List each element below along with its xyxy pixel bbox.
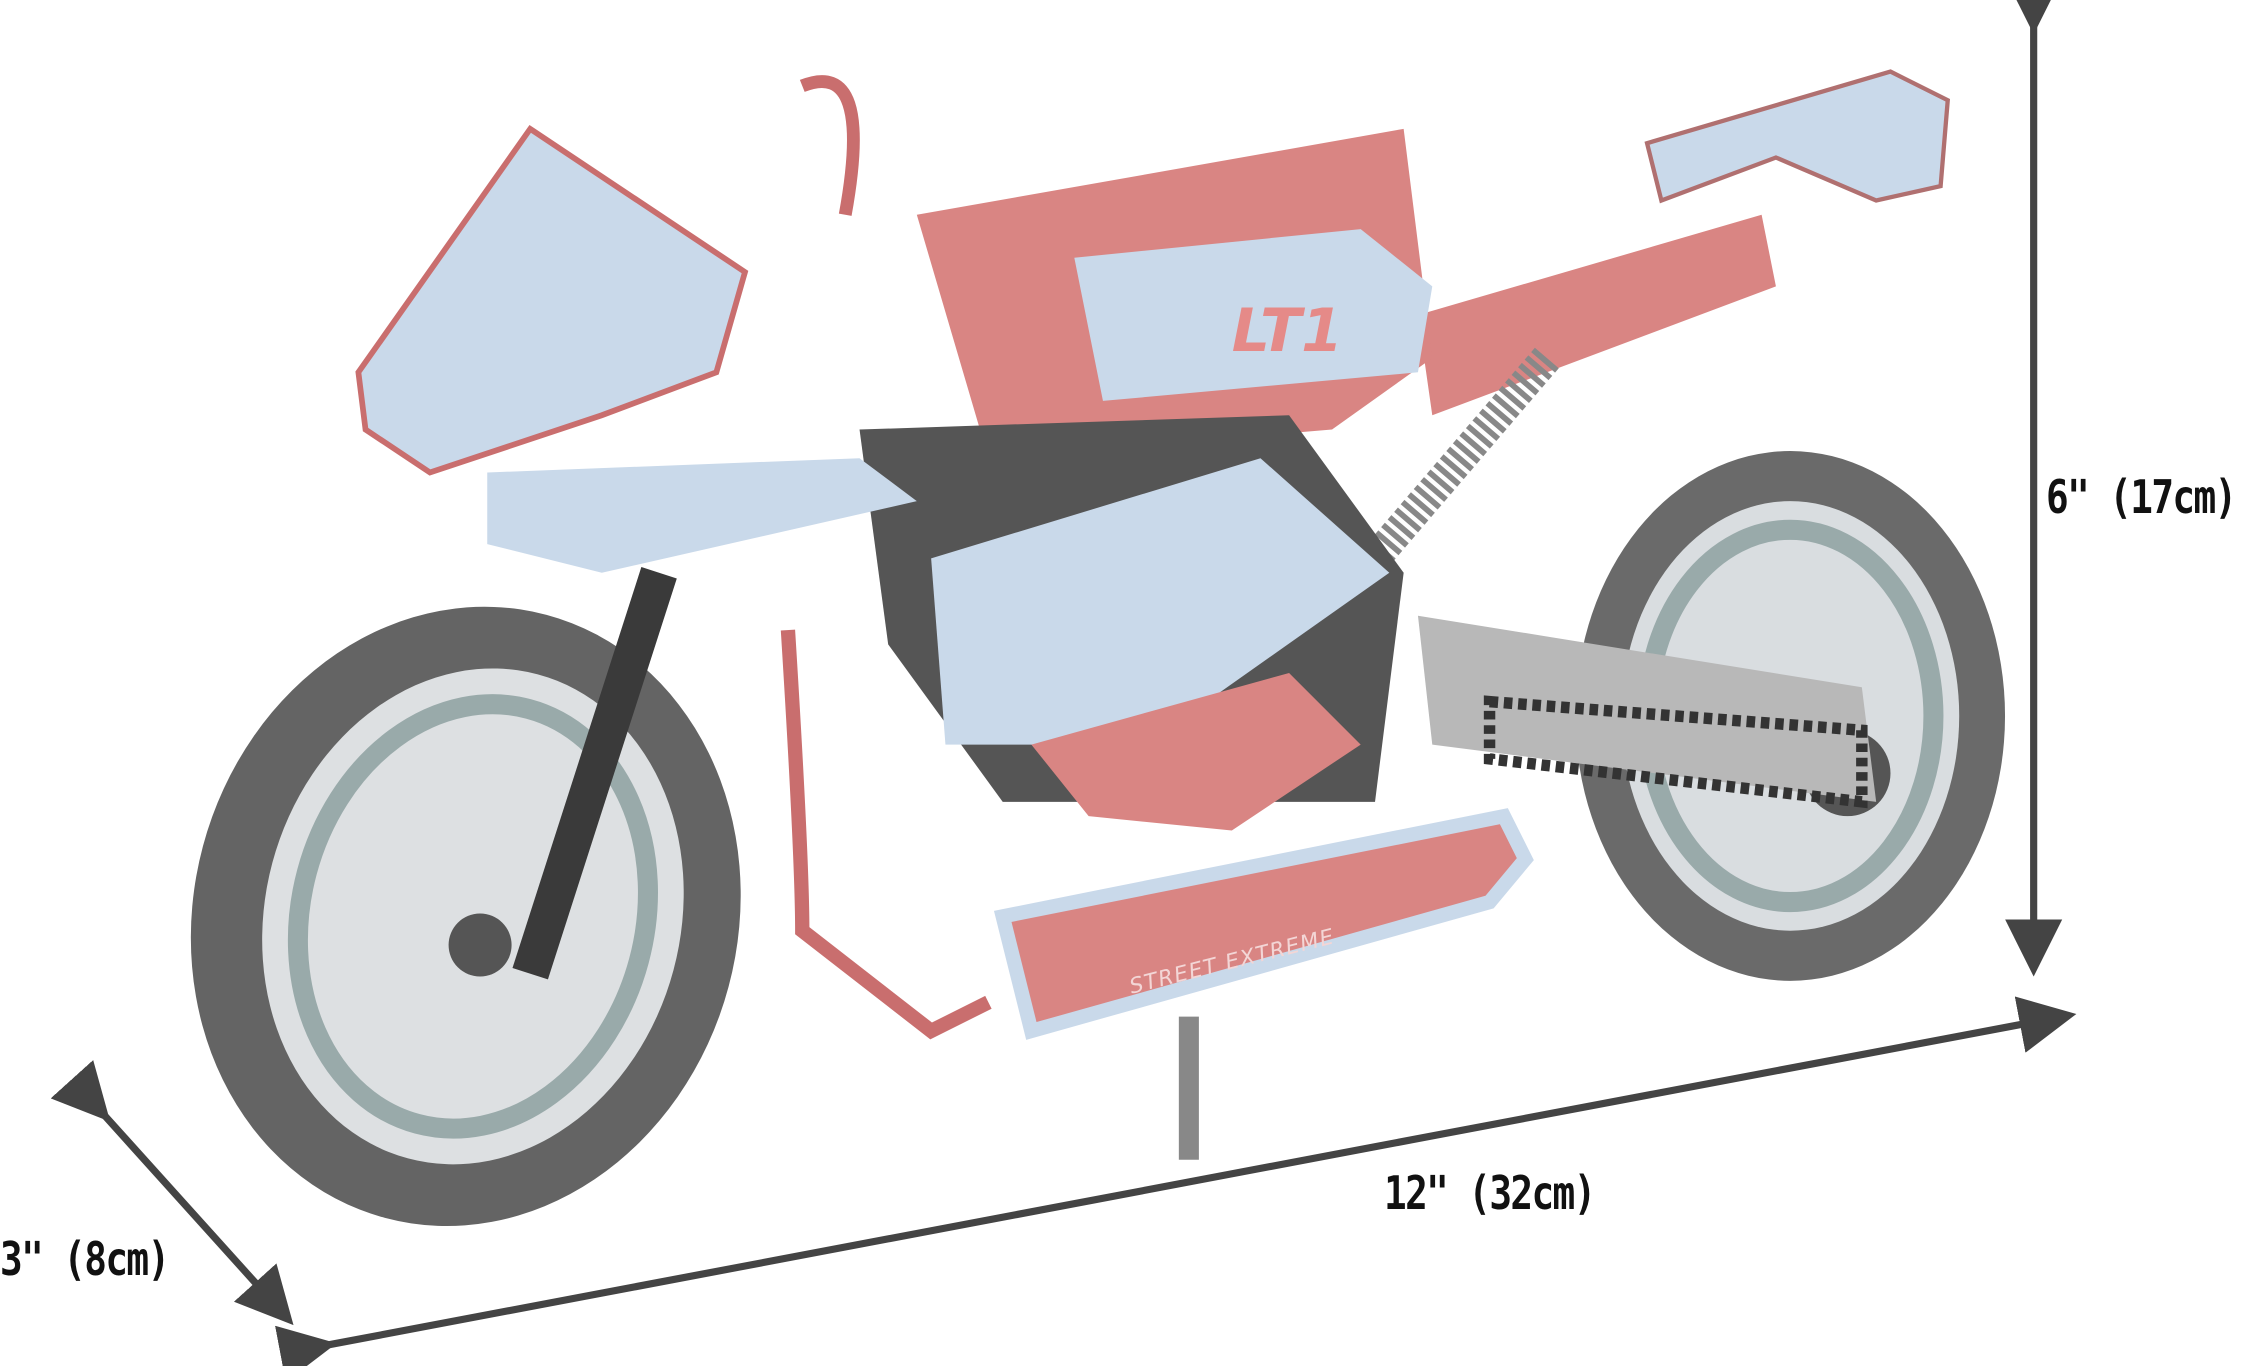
tail-fairing [1644, 69, 1951, 204]
chain [1483, 695, 1868, 809]
tank-fairing [1074, 229, 1433, 401]
exhaust [993, 808, 1534, 1040]
rear-shock [1363, 347, 1559, 569]
front-beam [487, 458, 917, 573]
front-fairing [355, 124, 749, 476]
handlebar-tube [799, 75, 860, 216]
logo-lt1: LT1 [1232, 296, 1343, 366]
length-label: 12" (32cm) [1384, 1166, 1596, 1220]
frame-tube [780, 629, 992, 1040]
side-panel [1031, 672, 1361, 831]
front-wheel [190, 606, 741, 1227]
width-label: 3" (8cm) [0, 1232, 170, 1286]
rear-subframe [1417, 214, 1776, 416]
height-label: 6" (17cm) [2046, 470, 2237, 524]
length-arrow [275, 996, 2077, 1366]
width-arrow [50, 1060, 294, 1326]
side-fairing [931, 458, 1390, 745]
front-fork [512, 567, 677, 980]
